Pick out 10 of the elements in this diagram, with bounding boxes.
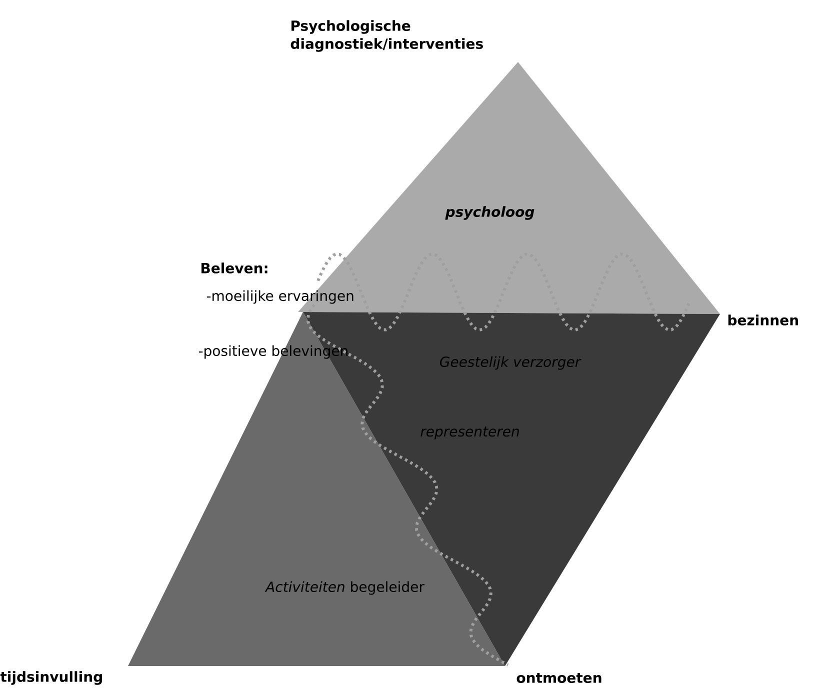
corner-label: ontmoeten <box>516 672 602 684</box>
role-label: psycholoog <box>445 206 534 220</box>
role-label: representeren <box>420 426 519 440</box>
title-label: Psychologische diagnostiek/interventies <box>290 20 483 52</box>
role-label: Activiteiten begeleider <box>264 581 424 595</box>
corner-label: bezinnen <box>728 314 798 326</box>
heading-label: Beleven: <box>202 262 268 274</box>
list-item: -moeilijke ervaringen <box>206 290 354 304</box>
role-label: Geestelijk verzorger <box>440 356 582 370</box>
corner-label: tijdsinvulling <box>0 671 102 685</box>
